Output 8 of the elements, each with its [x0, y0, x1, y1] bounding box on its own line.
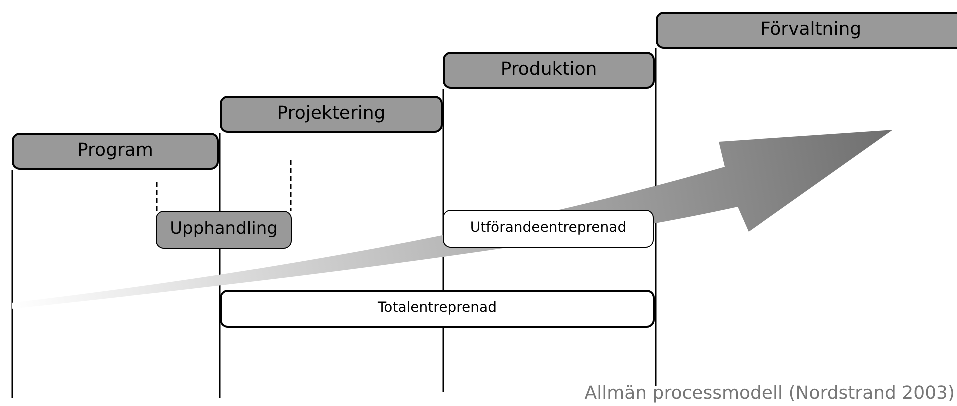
phase-box: Förvaltning — [656, 12, 957, 49]
phase-box: Projektering — [220, 96, 443, 133]
phase-box: Upphandling — [156, 211, 292, 249]
phase-box: Totalentreprenad — [220, 290, 655, 328]
phase-box: Utförandeentreprenad — [443, 210, 654, 248]
caption: Allmän processmodell (Nordstrand 2003) — [584, 382, 955, 405]
phase-box: Program — [12, 133, 219, 170]
phase-box: Produktion — [443, 52, 655, 89]
